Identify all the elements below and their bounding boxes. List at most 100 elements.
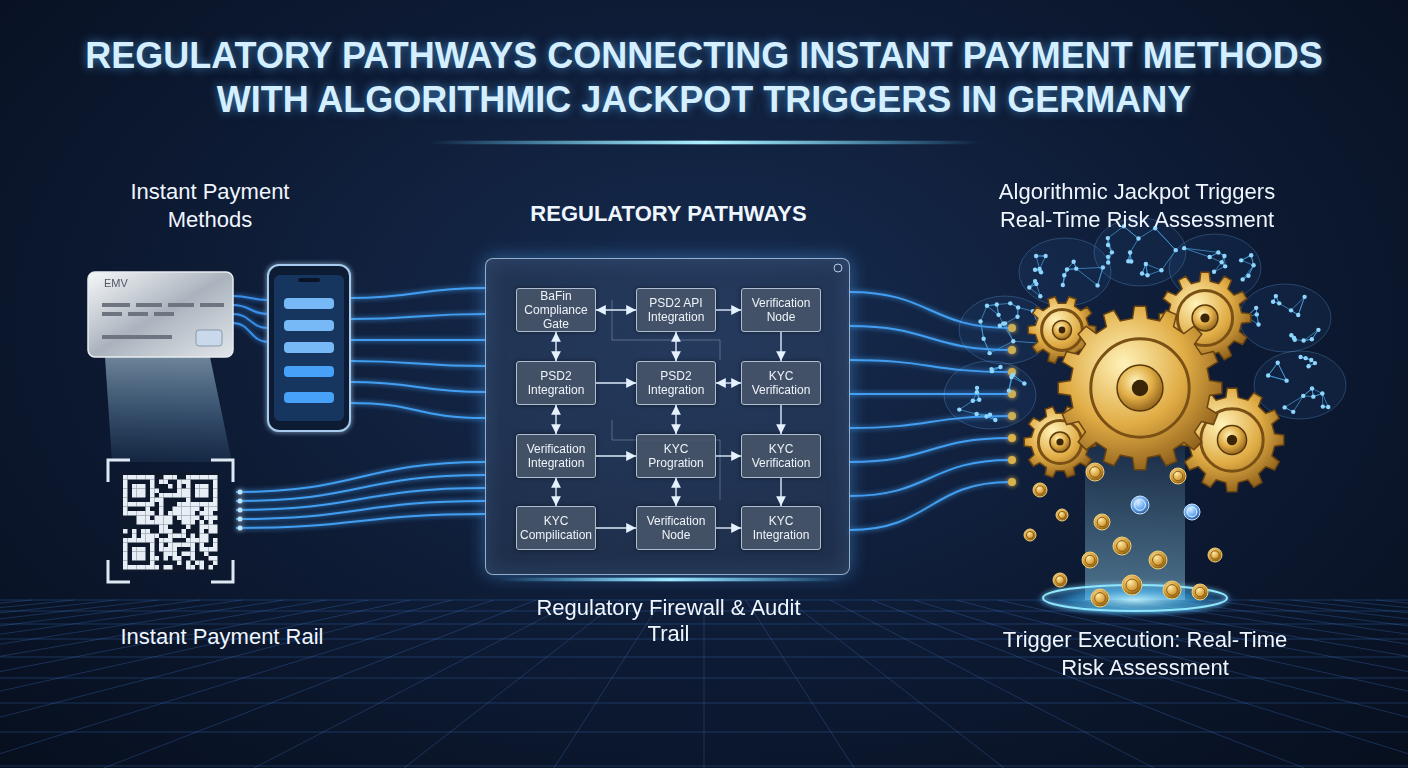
gear-ring bbox=[1038, 420, 1081, 463]
coin-rim bbox=[1058, 511, 1065, 518]
qr-module bbox=[177, 534, 182, 539]
network-node bbox=[1043, 254, 1047, 258]
qr-module bbox=[204, 516, 209, 521]
card-digits bbox=[168, 303, 194, 307]
qr-module bbox=[173, 511, 178, 516]
network-node bbox=[1310, 386, 1314, 390]
network-node bbox=[977, 397, 981, 401]
qr-module bbox=[159, 511, 164, 516]
flow-dot bbox=[1008, 434, 1016, 442]
qr-module bbox=[204, 493, 209, 498]
qr-module bbox=[137, 489, 142, 494]
network-node bbox=[990, 369, 994, 373]
qr-module bbox=[159, 507, 164, 512]
qr-module bbox=[123, 493, 128, 498]
network-node bbox=[1216, 250, 1220, 254]
network-link bbox=[959, 410, 976, 414]
qr-module bbox=[150, 552, 155, 557]
qr-module bbox=[186, 507, 191, 512]
grid-line bbox=[746, 600, 854, 768]
qr-module bbox=[164, 556, 169, 561]
network-node bbox=[1022, 381, 1026, 385]
qr-module bbox=[182, 543, 187, 548]
qr-module bbox=[168, 493, 173, 498]
gear-hub bbox=[1117, 365, 1163, 411]
box-label: KYC Integration bbox=[744, 514, 818, 542]
network-node bbox=[1326, 405, 1330, 409]
qr-module bbox=[195, 475, 200, 480]
qr-module bbox=[146, 475, 151, 480]
qr-module bbox=[141, 511, 146, 516]
network-cluster bbox=[1239, 284, 1331, 352]
network-link bbox=[1268, 363, 1278, 376]
qr-module bbox=[164, 493, 169, 498]
qr-module bbox=[204, 547, 209, 552]
qr-module bbox=[132, 534, 137, 539]
qr-module bbox=[191, 502, 196, 507]
qr-module bbox=[191, 507, 196, 512]
network-node bbox=[1140, 271, 1144, 275]
qr-module bbox=[213, 525, 218, 530]
qr-module bbox=[209, 565, 214, 570]
qr-module bbox=[132, 484, 137, 489]
qr-module bbox=[213, 507, 218, 512]
network-node bbox=[1293, 338, 1297, 342]
qr-module bbox=[132, 475, 137, 480]
box-label: KYC Compilication bbox=[519, 514, 593, 542]
network-node bbox=[1316, 328, 1320, 332]
flow-line bbox=[350, 361, 485, 366]
title-rule bbox=[430, 141, 980, 144]
flow-line bbox=[233, 314, 268, 328]
qr-module bbox=[204, 538, 209, 543]
qr-module bbox=[191, 547, 196, 552]
network-node bbox=[1011, 339, 1015, 343]
network-node bbox=[985, 304, 989, 308]
qr-module bbox=[186, 502, 191, 507]
network-node bbox=[995, 302, 999, 306]
qr-module bbox=[146, 565, 151, 570]
network-node bbox=[1062, 273, 1066, 277]
network-node bbox=[1219, 260, 1223, 264]
grid-line bbox=[1250, 600, 1408, 768]
network-node bbox=[1110, 250, 1114, 254]
qr-module bbox=[146, 511, 151, 516]
qr-module bbox=[137, 475, 142, 480]
qr-module bbox=[150, 543, 155, 548]
qr-module bbox=[186, 525, 191, 530]
flow-line bbox=[350, 288, 485, 298]
coin bbox=[1094, 514, 1110, 530]
caption-label: Trigger Execution: Real-Time Risk Assess… bbox=[1000, 626, 1290, 682]
network-node bbox=[1303, 356, 1307, 360]
qr-module bbox=[141, 484, 146, 489]
coin-rim bbox=[1135, 500, 1146, 511]
qr-module bbox=[132, 565, 137, 570]
qr-module bbox=[213, 502, 218, 507]
qr-module bbox=[200, 489, 205, 494]
qr-module bbox=[209, 547, 214, 552]
qr-module bbox=[173, 493, 178, 498]
flow-line bbox=[233, 323, 268, 342]
qr-module bbox=[132, 552, 137, 557]
qr-module bbox=[200, 511, 205, 516]
coin-rim bbox=[1153, 555, 1164, 566]
card-digits bbox=[200, 303, 224, 307]
gear-body bbox=[1058, 306, 1222, 470]
network-node bbox=[1095, 283, 1099, 287]
panel-heading: REGULATORY PATHWAYS bbox=[426, 201, 911, 227]
qr-module bbox=[209, 502, 214, 507]
qr-module bbox=[168, 516, 173, 521]
qr-module bbox=[204, 502, 209, 507]
qr-module bbox=[155, 489, 160, 494]
network-node bbox=[1011, 373, 1015, 377]
network-node bbox=[978, 319, 982, 323]
qr-module bbox=[132, 502, 137, 507]
qr-module bbox=[182, 534, 187, 539]
qr-module bbox=[213, 538, 218, 543]
qr-module bbox=[186, 520, 191, 525]
coins bbox=[1024, 463, 1222, 607]
flow-line bbox=[350, 403, 485, 418]
network-link bbox=[1243, 265, 1254, 279]
network-node bbox=[1274, 294, 1278, 298]
network-node bbox=[1321, 404, 1325, 408]
qr-module bbox=[195, 493, 200, 498]
